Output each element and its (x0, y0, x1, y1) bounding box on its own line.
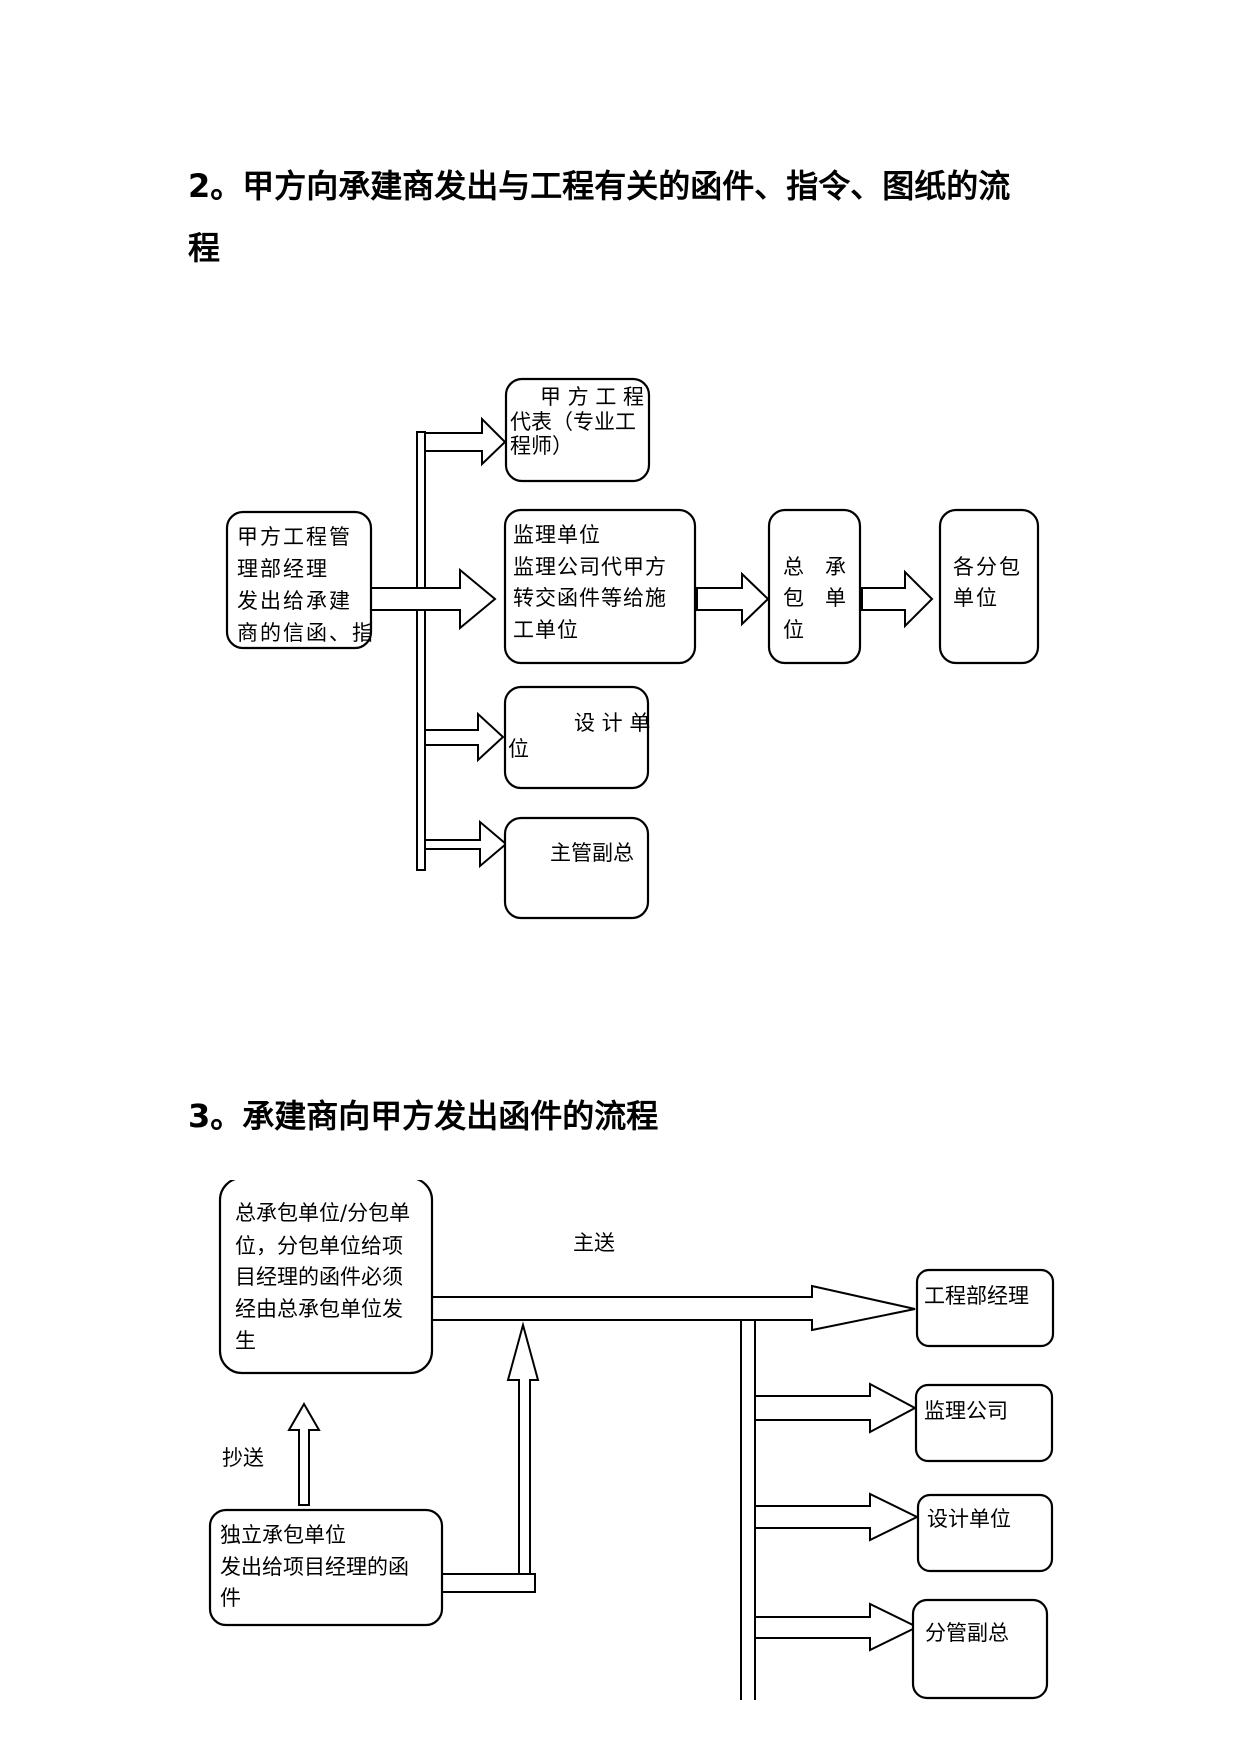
section3-heading: 3。承建商向甲方发出函件的流程 (188, 1097, 659, 1135)
arrow-to-design-unit (754, 1492, 920, 1542)
issuing-flowchart: 甲方工程管 理部经理 发出给承建 商的信函、指 甲 方 工 程 代表（专业工 程… (225, 377, 1040, 920)
arrow-to-supervision-co (754, 1382, 918, 1434)
contractor-label: 总承包单位/分包单 位，分包单位给项 目经理的函件必须 经由总承包单位发 生 (235, 1201, 417, 1353)
supervision-label: 监理单位 监理公司代甲方 转交函件等给施 工单位 (513, 523, 675, 642)
pm-box (915, 1268, 1055, 1348)
cc-label: 抄送 (222, 1446, 264, 1470)
section2-heading: 2。甲方向承建商发出与工程有关的函件、指令、图纸的流 程 (188, 155, 1068, 279)
distribution-bar-2 (740, 1319, 756, 1700)
independent-up-arrow (506, 1321, 540, 1593)
owner-rep-label: 甲 方 工 程 代表（专业工 程师） (510, 385, 651, 458)
distribution-bar (416, 431, 426, 871)
arrow-to-design (424, 711, 505, 763)
supervision-box (503, 508, 697, 665)
subcontractors-box (938, 508, 1040, 665)
contractor-flowchart: 总承包单位/分包单 位，分包单位给项 目经理的函件必须 经由总承包单位发 生 独… (208, 1180, 1055, 1700)
design-box (503, 685, 650, 790)
section2-heading-line2: 程 (188, 229, 221, 267)
arrow-to-vp-branch (754, 1602, 920, 1652)
pm-label: 工程部经理 (924, 1284, 1029, 1308)
main-send-label: 主送 (573, 1231, 615, 1255)
supervision-co-box (914, 1383, 1054, 1463)
vp-label: 主管副总 (550, 841, 634, 865)
vp-box (503, 816, 650, 920)
supervision-co-label: 监理公司 (924, 1399, 1008, 1423)
vp-branch-label: 分管副总 (925, 1621, 1009, 1645)
contractor-box (218, 1180, 434, 1375)
arrow-source-to-supervision (364, 567, 497, 631)
arrow-supervision-to-contractor (696, 571, 770, 627)
independent-contractor-label: 独立承包单位 发出给项目经理的函 件 (220, 1523, 416, 1610)
general-contractor-box (767, 508, 862, 665)
design-unit-label: 设计单位 (927, 1507, 1011, 1531)
main-send-arrow (427, 1284, 916, 1332)
independent-connector (441, 1573, 536, 1593)
vp-branch-box (911, 1598, 1049, 1700)
subcontractors-label: 各分包 单位 (953, 555, 1031, 610)
design-unit-box (916, 1493, 1054, 1573)
arrow-to-vp (424, 819, 508, 869)
independent-contractor-box (208, 1508, 444, 1627)
design-label: 设 计 单 位 (508, 711, 657, 761)
source-box (225, 510, 373, 650)
section2-heading-line1: 2。甲方向承建商发出与工程有关的函件、指令、图纸的流 (188, 167, 1011, 205)
cc-arrow (287, 1401, 321, 1506)
arrow-to-owner-rep (424, 416, 507, 467)
general-contractor-label: 总 承 包 单 位 (783, 555, 853, 642)
arrow-contractor-to-subcontractors (861, 569, 934, 629)
owner-rep-box (504, 377, 651, 483)
source-label: 甲方工程管 理部经理 发出给承建 商的信函、指 (237, 525, 375, 645)
